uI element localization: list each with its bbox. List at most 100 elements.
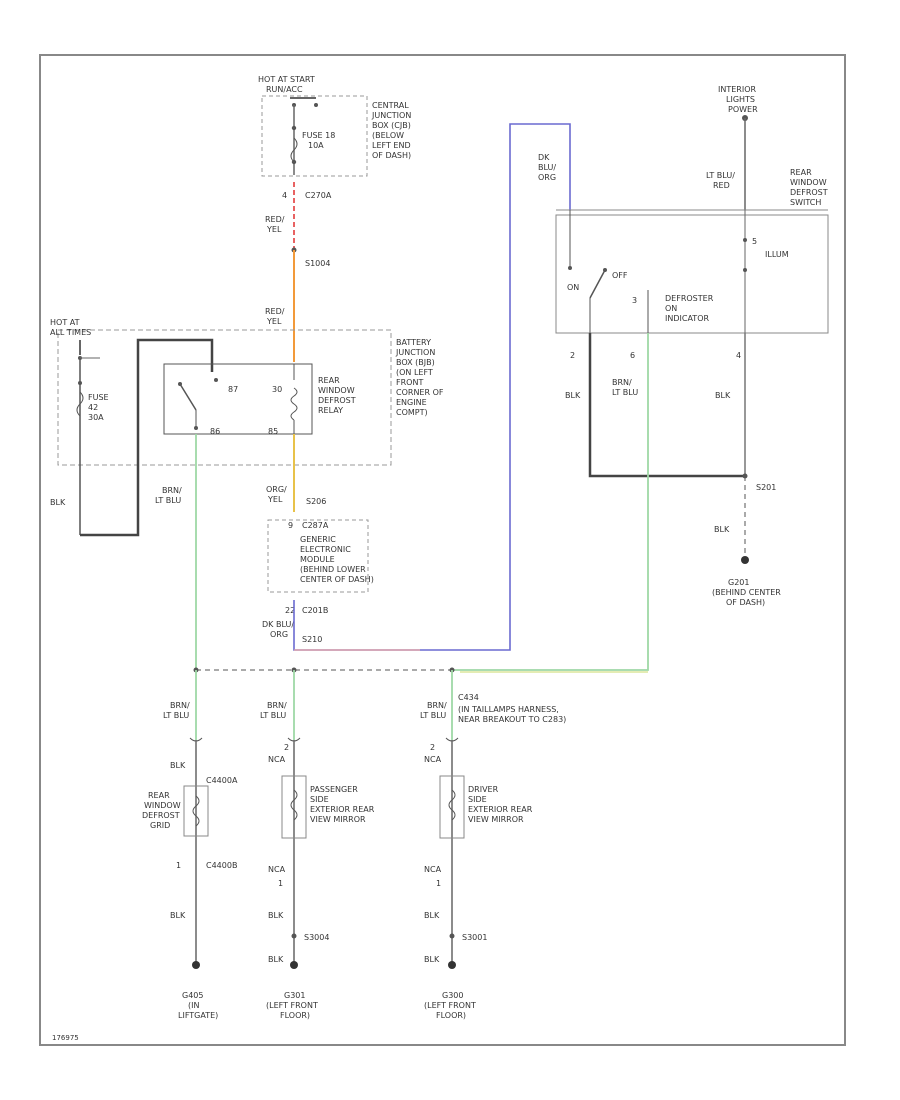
diagram-label: 30 <box>272 385 282 394</box>
diagram-label: ORG <box>270 630 288 639</box>
diagram-label: WINDOW <box>318 386 355 395</box>
diagram-label: 85 <box>268 427 278 436</box>
diagram-label: LT BLU <box>163 711 189 720</box>
diagram-label: ELECTRONIC <box>300 545 351 554</box>
top-fuse-group: HOT AT START RUN/ACC FUSE 18 10A CENTRAL… <box>258 75 411 200</box>
diagram-label: 30A <box>88 413 104 422</box>
diagram-label: (LEFT FRONT <box>266 1001 318 1010</box>
diagram-label: LT BLU <box>155 496 181 505</box>
diagram-label: 22 <box>285 606 295 615</box>
diagram-label: BLK <box>565 391 581 400</box>
diagram-label: 9 <box>288 521 293 530</box>
diagram-label: WINDOW <box>144 801 181 810</box>
diagram-label: RED/ <box>265 307 285 316</box>
passenger-mirror: 2 NCA PASSENGER SIDE EXTERIOR REAR VIEW … <box>266 740 375 1020</box>
diagram-label: DK <box>538 153 550 162</box>
diagram-label: (IN TAILLAMPS HARNESS, <box>458 705 559 714</box>
bjb-label: BATTERY JUNCTION BOX (BJB) (ON LEFT FRON… <box>395 338 444 417</box>
diagram-label: FUSE <box>88 393 109 402</box>
diagram-label: CENTER OF DASH) <box>300 575 374 584</box>
diagram-label: REAR <box>318 376 340 385</box>
diagram-label: CENTRAL <box>372 101 409 110</box>
diagram-label: LEFT END <box>372 141 411 150</box>
diagram-label: C4400A <box>206 776 238 785</box>
diagram-label: G405 <box>182 991 203 1000</box>
diagram-label: 2 <box>570 351 575 360</box>
diagram-label: DEFROST <box>790 188 828 197</box>
diagram-label: NCA <box>268 865 286 874</box>
diagram-label: DEFROST <box>142 811 180 820</box>
diagram-label: JUNCTION <box>395 348 435 357</box>
diagram-label: CORNER OF <box>396 388 444 397</box>
diagram-label: BRN/ <box>267 701 287 710</box>
diagram-label: BRN/ <box>170 701 190 710</box>
diagram-label: FLOOR) <box>280 1011 310 1020</box>
diagram-label: MODULE <box>300 555 335 564</box>
diagram-label: REAR <box>790 168 812 177</box>
diagram-label: WINDOW <box>790 178 827 187</box>
diagram-label: LT BLU <box>420 711 446 720</box>
diagram-label: S3001 <box>462 933 487 942</box>
diagram-label: YEL <box>266 317 282 326</box>
diagram-label: 5 <box>752 237 757 246</box>
diagram-label: VIEW MIRROR <box>468 815 524 824</box>
diagram-label: DK BLU/ <box>262 620 294 629</box>
diagram-label: C4400B <box>206 861 237 870</box>
diagram-label: S3004 <box>304 933 329 942</box>
diagram-label: ORG <box>538 173 556 182</box>
diagram-label: INDICATOR <box>665 314 709 323</box>
diagram-label: ILLUM <box>765 250 789 259</box>
diagram-label: ALL TIMES <box>50 328 91 337</box>
diagram-label: SIDE <box>468 795 487 804</box>
diagram-label: LIGHTS <box>726 95 755 104</box>
defrost-grid: BLK C4400A REAR WINDOW DEFROST GRID 1 C4… <box>142 740 238 1020</box>
diagram-label: 2 <box>430 743 435 752</box>
figure-code: 176975 <box>52 1034 79 1042</box>
diagram-label: C287A <box>302 521 329 530</box>
diagram-label: C270A <box>305 191 332 200</box>
diagram-label: HOT AT <box>50 318 80 327</box>
diagram-border <box>39 54 846 1046</box>
diagram-label: S201 <box>756 483 776 492</box>
driver-mirror: 2 NCA DRIVER SIDE EXTERIOR REAR VIEW MIR… <box>424 740 533 1020</box>
diagram-label: LIFTGATE) <box>178 1011 218 1020</box>
diagram-label: BLK <box>268 911 284 920</box>
gem-module: 9 C287A GENERIC ELECTRONIC MODULE (BEHIN… <box>267 519 374 615</box>
wire-brn-ltblu-indicator <box>452 333 649 671</box>
diagram-label: OF DASH) <box>726 598 765 607</box>
diagram-label: OF DASH) <box>372 151 411 160</box>
diagram-label: RELAY <box>318 406 343 415</box>
diagram-label: BRN/ <box>612 378 632 387</box>
diagram-label: FRONT <box>396 378 423 387</box>
diagram-label: 6 <box>630 351 635 360</box>
diagram-label: 2 <box>284 743 289 752</box>
diagram-label: 87 <box>228 385 238 394</box>
diagram-label: NCA <box>424 755 442 764</box>
diagram-label: BLK <box>424 911 440 920</box>
diagram-label: REAR <box>148 791 170 800</box>
wire-blk-loop <box>80 338 214 537</box>
diagram-label: POWER <box>728 105 758 114</box>
diagram-label: BATTERY <box>396 338 431 347</box>
diagram-label: (BELOW <box>372 131 404 140</box>
diagram-label: 1 <box>278 879 283 888</box>
diagram-label: (ON LEFT <box>396 368 433 377</box>
diagram-label: BRN/ <box>162 486 182 495</box>
diagram-label: (BEHIND CENTER <box>712 588 781 597</box>
diagram-label: G300 <box>442 991 463 1000</box>
diagram-label: LT BLU <box>260 711 286 720</box>
diagram-label: PASSENGER <box>310 785 358 794</box>
diagram-label: DRIVER <box>468 785 499 794</box>
diagram-label: (IN <box>188 1001 199 1010</box>
diagram-label: FLOOR) <box>436 1011 466 1020</box>
diagram-label: 42 <box>88 403 98 412</box>
diagram-label: 4 <box>282 191 287 200</box>
diagram-label: VIEW MIRROR <box>310 815 366 824</box>
diagram-label: 1 <box>436 879 441 888</box>
diagram-label: SWITCH <box>790 198 821 207</box>
diagram-label: GENERIC <box>300 535 336 544</box>
diagram-label: ORG/ <box>266 485 287 494</box>
diagram-label: DEFROSTER <box>665 294 714 303</box>
wire-switch-blk-left <box>588 333 745 478</box>
bjb-box <box>57 329 392 466</box>
